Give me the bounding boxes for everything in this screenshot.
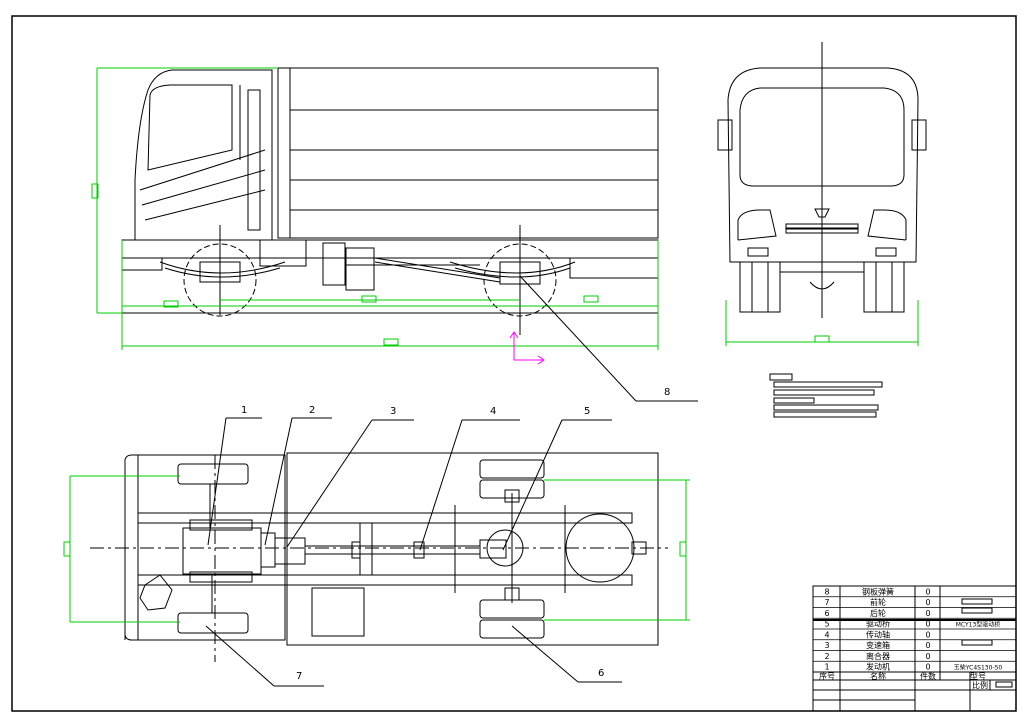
callout-5: 5 xyxy=(584,406,590,417)
tb-seq: 5 xyxy=(824,620,829,629)
tb-qty: 0 xyxy=(925,598,930,607)
tb-seq: 1 xyxy=(824,663,829,672)
engine xyxy=(182,527,262,575)
callout-2: 2 xyxy=(309,405,315,416)
tb-header-name: 名称 xyxy=(870,671,886,681)
tb-scale-label: 比例 xyxy=(972,680,988,690)
tb-seq: 2 xyxy=(824,652,829,661)
tb-header-model: 型号 xyxy=(970,672,986,681)
front-wheel-side xyxy=(183,243,257,317)
tb-qty: 0 xyxy=(925,630,930,639)
tb-qty: 0 xyxy=(925,641,930,650)
tb-seq: 4 xyxy=(824,630,829,639)
tb-part-name: 变速箱 xyxy=(866,640,890,650)
frame-rail-upper xyxy=(137,512,633,524)
side-frame-rail xyxy=(121,239,659,259)
side-view-dimensions xyxy=(91,67,659,350)
cab-outline xyxy=(134,69,273,241)
side-view xyxy=(121,67,659,335)
callout-6: 6 xyxy=(598,668,604,679)
front-wheel-right xyxy=(177,612,249,634)
tb-seq: 6 xyxy=(824,609,829,618)
tb-part-name: 发动机 xyxy=(866,662,890,672)
tb-seq: 7 xyxy=(824,598,829,607)
callout-3: 3 xyxy=(390,406,396,417)
tb-part-name: 离合器 xyxy=(866,651,890,661)
ucs-axis-icon xyxy=(509,331,545,365)
tb-header-qty: 件数 xyxy=(920,671,936,681)
tb-qty: 0 xyxy=(925,609,930,618)
frame-rail-lower xyxy=(137,574,633,586)
top-view-dimensions xyxy=(63,475,690,623)
tb-part-name: 钢板弹簧 xyxy=(862,586,894,596)
tb-header-seq: 序号 xyxy=(819,671,835,681)
tb-part-name: 后轮 xyxy=(870,608,886,618)
callout-8: 8 xyxy=(664,387,670,398)
tb-part-name: 前轮 xyxy=(870,597,886,607)
rear-wheel-left-outer xyxy=(479,459,545,479)
tb-qty: 0 xyxy=(925,663,930,672)
rear-wheel-right-inner xyxy=(479,599,545,619)
tb-part-name: 驱动桥 xyxy=(866,619,890,629)
callout-7: 7 xyxy=(296,671,302,682)
tb-seq: 3 xyxy=(824,641,829,650)
tb-part-name: 传动轴 xyxy=(866,629,890,639)
callout-4: 4 xyxy=(490,406,496,417)
front-view xyxy=(717,42,927,318)
tb-qty: 0 xyxy=(925,587,930,596)
tb-qty: 0 xyxy=(925,620,930,629)
front-wheel-left xyxy=(177,463,249,485)
callout-leaders xyxy=(205,417,622,687)
front-cab-outline xyxy=(727,67,919,263)
tb-qty: 0 xyxy=(925,652,930,661)
tb-model: MCY13型驱动桥 xyxy=(956,621,1001,629)
gearbox xyxy=(274,537,306,565)
tb-seq: 8 xyxy=(824,587,829,596)
tb-model: 玉柴YC4S130-50 xyxy=(954,664,1003,672)
callout-1: 1 xyxy=(241,405,247,416)
top-view xyxy=(90,452,668,662)
cargo-box xyxy=(277,67,659,239)
layer-legend xyxy=(769,373,883,418)
rear-wheel-left-inner xyxy=(479,479,545,499)
rear-wheel-right-outer xyxy=(479,619,545,639)
sheet-frame xyxy=(11,15,1017,712)
front-view-dimensions xyxy=(725,300,919,346)
